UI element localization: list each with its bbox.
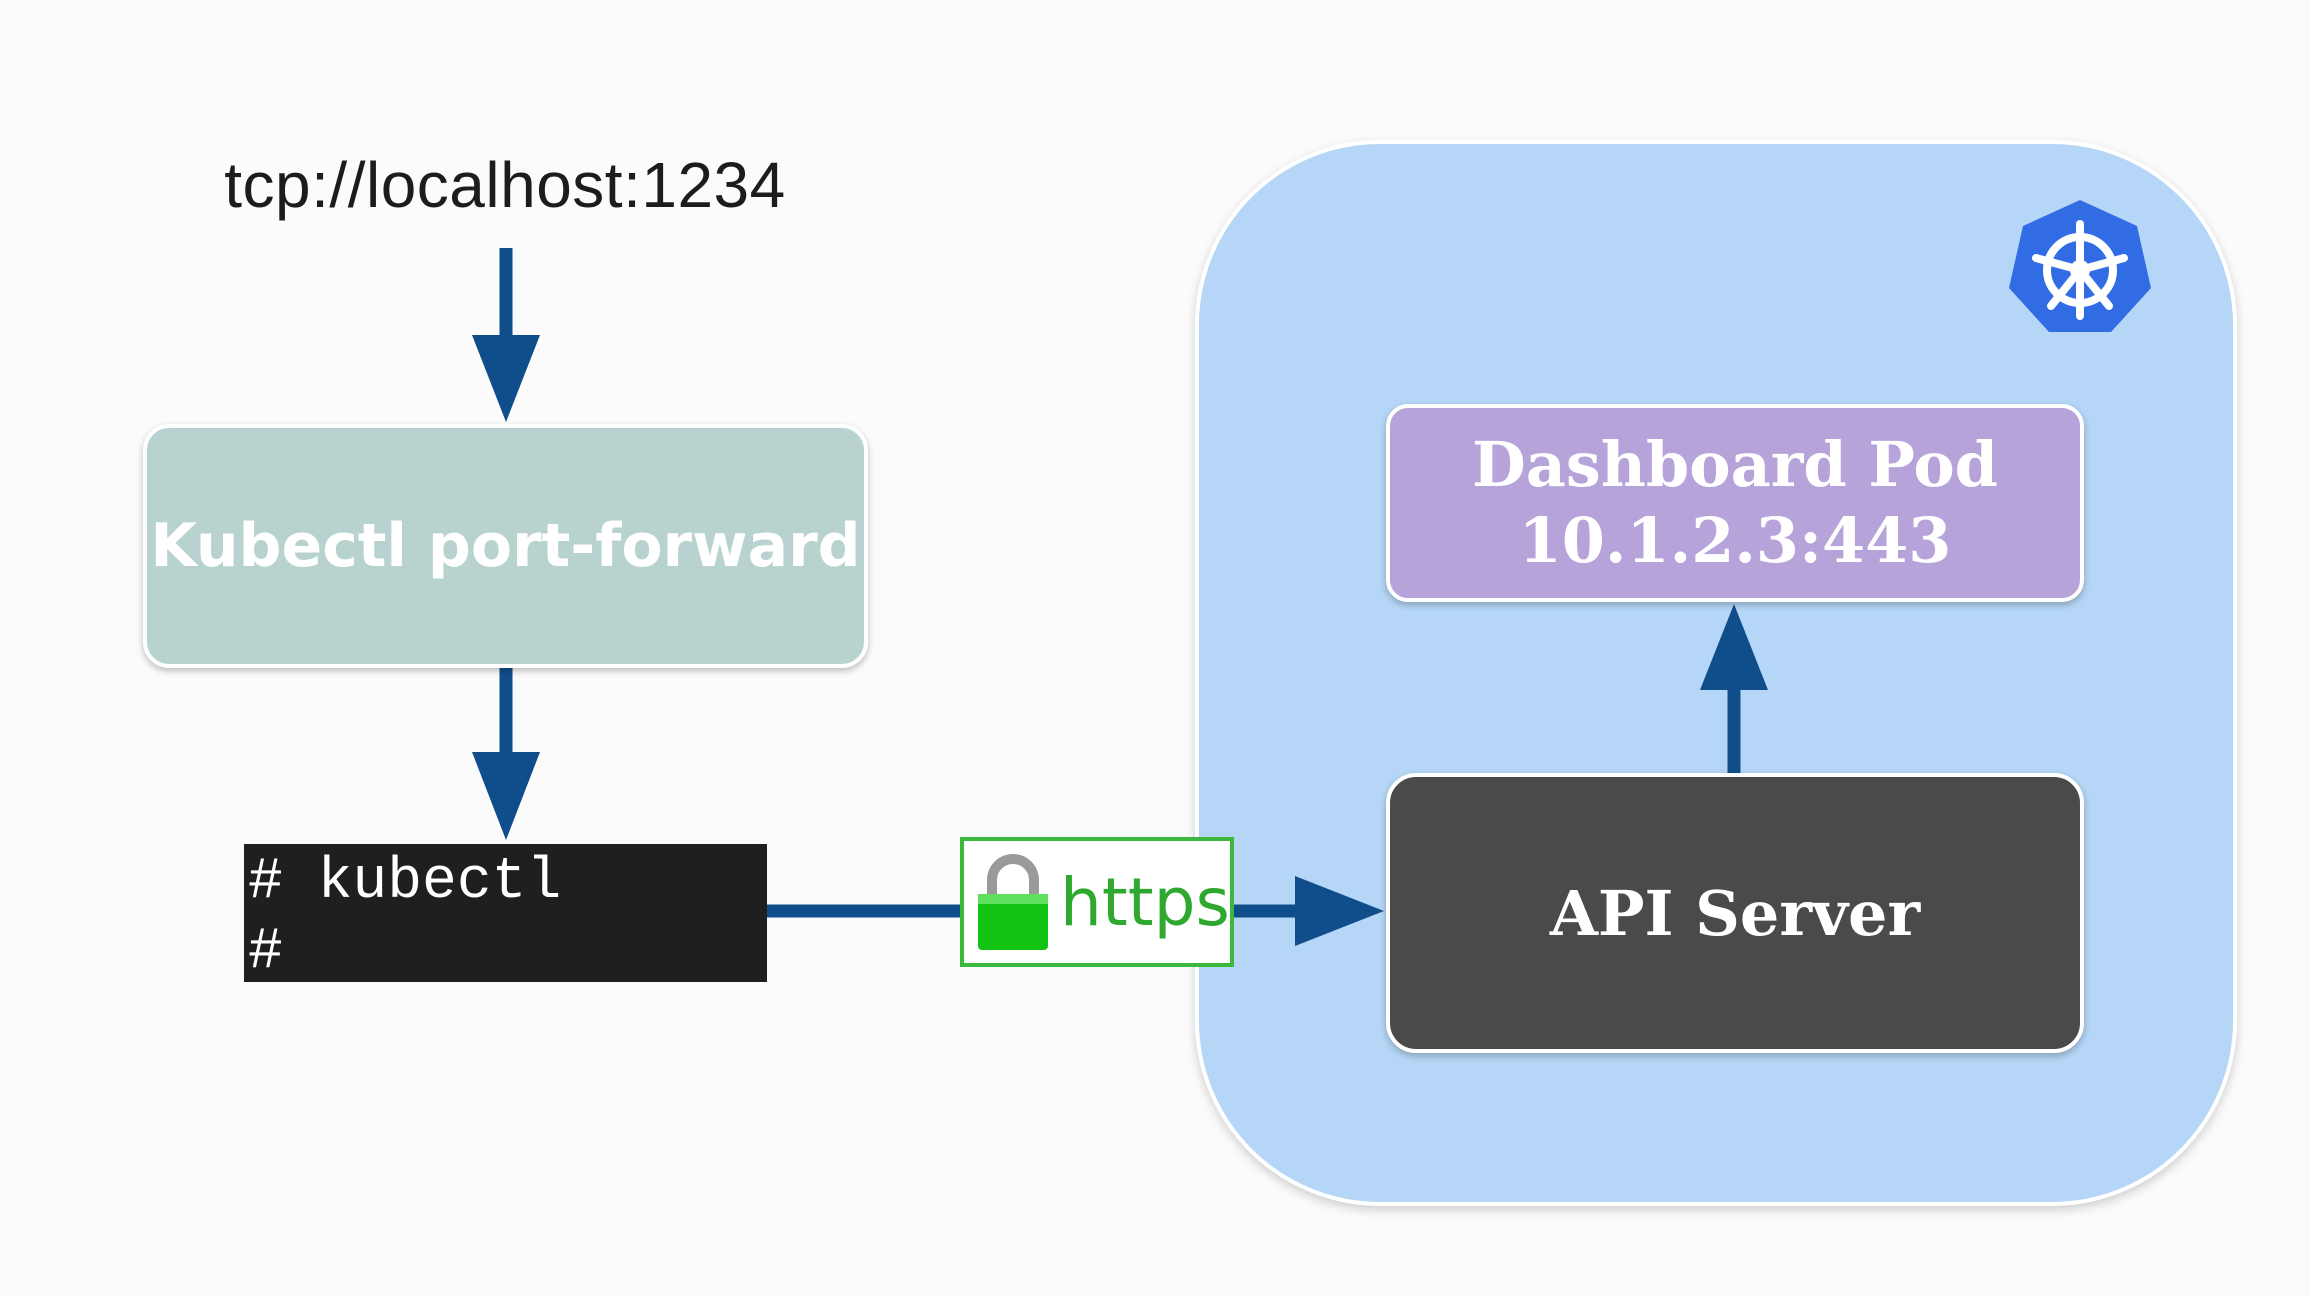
lock-icon xyxy=(978,854,1048,950)
api-server-node: API Server xyxy=(1386,773,2084,1053)
arrow-apiserver-to-dashboard-head xyxy=(1700,604,1768,690)
https-label: https xyxy=(1060,863,1230,941)
terminal-line-2: # xyxy=(248,920,283,985)
dashboard-pod-name: Dashboard Pod xyxy=(1471,428,1999,501)
kubectl-port-forward-label: Kubectl port-forward xyxy=(150,511,861,581)
dashboard-pod-node: Dashboard Pod 10.1.2.3:443 xyxy=(1386,404,2084,602)
arrow-portforward-to-terminal-head xyxy=(472,752,540,840)
arrow-url-to-portforward-head xyxy=(472,335,540,422)
arrow-https-to-apiserver-head xyxy=(1295,876,1384,946)
kubernetes-logo-icon xyxy=(2009,200,2151,332)
api-server-label: API Server xyxy=(1549,876,1921,950)
terminal-line-1: # kubectl xyxy=(248,850,562,915)
https-badge: https xyxy=(960,837,1234,967)
source-url-label: tcp://localhost:1234 xyxy=(224,149,786,221)
kubectl-terminal: # kubectl# xyxy=(244,844,767,985)
dashboard-pod-address: 10.1.2.3:443 xyxy=(1518,504,1952,577)
kubectl-port-forward-node: Kubectl port-forward xyxy=(143,424,868,668)
